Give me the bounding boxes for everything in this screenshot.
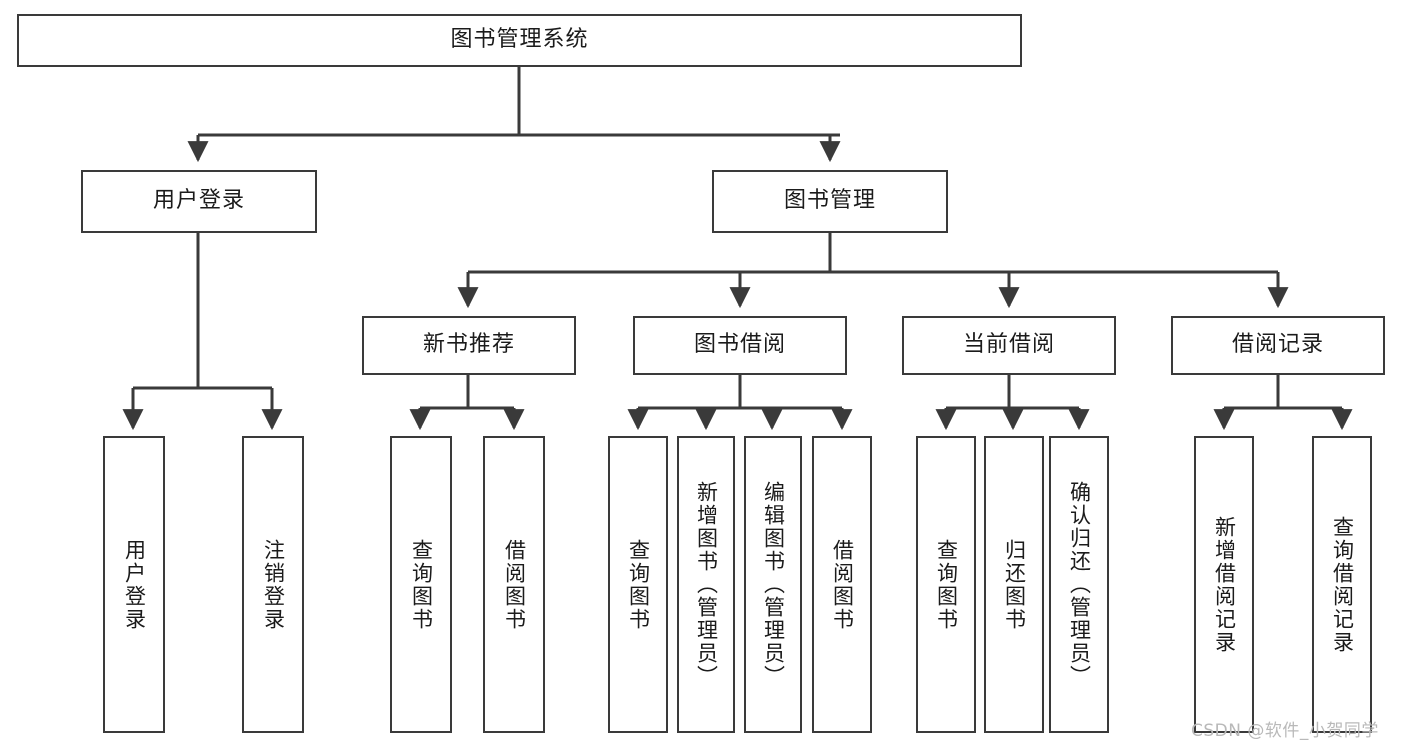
node-root[interactable]: 图书管理系统 xyxy=(17,14,1022,67)
leaf-borrow-books-borrowing[interactable]: 借阅图书 xyxy=(812,436,872,733)
node-book-borrowing-label: 图书借阅 xyxy=(693,332,786,358)
node-book-management[interactable]: 图书管理 xyxy=(712,170,948,233)
leaf-add-book-admin-label: 新增图书（管理员） xyxy=(694,481,719,688)
node-user-login-label: 用户登录 xyxy=(152,188,245,214)
leaf-add-book-admin[interactable]: 新增图书（管理员） xyxy=(677,436,735,733)
leaf-user-login-label: 用户登录 xyxy=(122,538,147,631)
leaf-logout[interactable]: 注销登录 xyxy=(242,436,304,733)
leaf-query-books-current-label: 查询图书 xyxy=(934,538,959,631)
leaf-return-books[interactable]: 归还图书 xyxy=(984,436,1044,733)
leaf-query-books-recommend-label: 查询图书 xyxy=(409,538,434,631)
leaf-query-books-recommend[interactable]: 查询图书 xyxy=(390,436,452,733)
leaf-confirm-return-admin[interactable]: 确认归还（管理员） xyxy=(1049,436,1109,733)
leaf-borrow-books-recommend-label: 借阅图书 xyxy=(502,538,527,631)
leaf-query-borrow-record[interactable]: 查询借阅记录 xyxy=(1312,436,1372,733)
node-book-management-label: 图书管理 xyxy=(783,188,876,214)
watermark: CSDN @软件_小贺同学 xyxy=(1191,721,1379,741)
leaf-query-books-borrowing[interactable]: 查询图书 xyxy=(608,436,668,733)
leaf-query-books-borrowing-label: 查询图书 xyxy=(626,538,651,631)
node-borrow-records[interactable]: 借阅记录 xyxy=(1171,316,1385,375)
leaf-logout-label: 注销登录 xyxy=(261,538,286,631)
leaf-edit-book-admin-label: 编辑图书（管理员） xyxy=(761,481,786,688)
node-root-label: 图书管理系统 xyxy=(450,27,589,53)
leaf-borrow-books-recommend[interactable]: 借阅图书 xyxy=(483,436,545,733)
leaf-return-books-label: 归还图书 xyxy=(1002,538,1027,631)
leaf-query-books-current[interactable]: 查询图书 xyxy=(916,436,976,733)
node-current-borrowing-label: 当前借阅 xyxy=(962,332,1055,358)
leaf-add-borrow-record[interactable]: 新增借阅记录 xyxy=(1194,436,1254,733)
leaf-edit-book-admin[interactable]: 编辑图书（管理员） xyxy=(744,436,802,733)
node-current-borrowing[interactable]: 当前借阅 xyxy=(902,316,1116,375)
node-borrow-records-label: 借阅记录 xyxy=(1231,332,1324,358)
leaf-add-borrow-record-label: 新增借阅记录 xyxy=(1212,515,1237,654)
node-book-borrowing[interactable]: 图书借阅 xyxy=(633,316,847,375)
node-new-book-recommendation[interactable]: 新书推荐 xyxy=(362,316,576,375)
leaf-query-borrow-record-label: 查询借阅记录 xyxy=(1330,515,1355,654)
node-new-book-recommendation-label: 新书推荐 xyxy=(422,332,515,358)
node-user-login[interactable]: 用户登录 xyxy=(81,170,317,233)
leaf-user-login[interactable]: 用户登录 xyxy=(103,436,165,733)
leaf-confirm-return-admin-label: 确认归还（管理员） xyxy=(1067,481,1092,688)
leaf-borrow-books-borrowing-label: 借阅图书 xyxy=(830,538,855,631)
